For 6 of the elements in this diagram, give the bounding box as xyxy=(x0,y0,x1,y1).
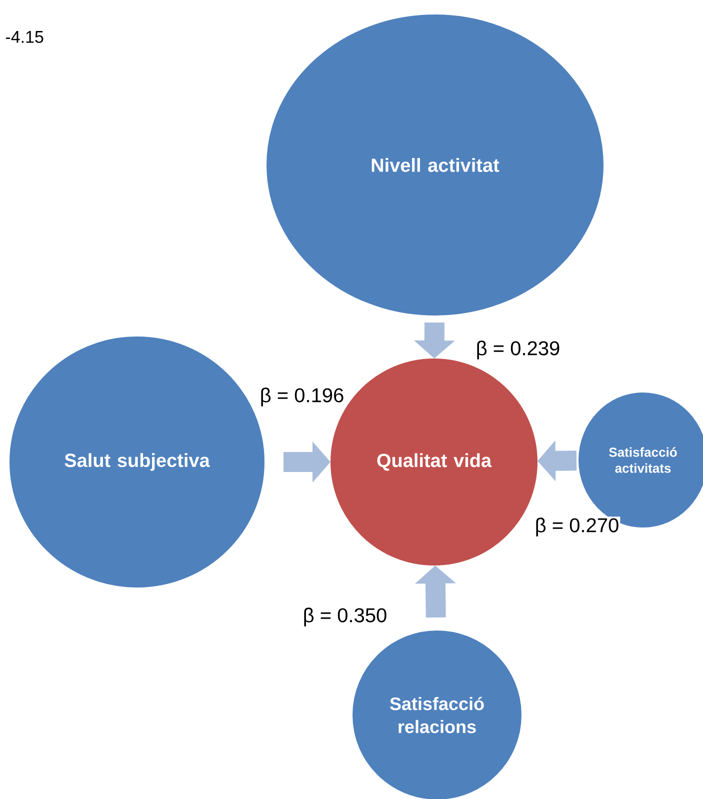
edge-label: β = 0.270 xyxy=(534,516,620,538)
circle-node: Satisfacció relacions xyxy=(352,630,522,799)
note-label: -4.15 xyxy=(6,31,44,43)
edge-label: β = 0.350 xyxy=(302,606,388,628)
edge-label: β = 0.239 xyxy=(474,340,562,360)
ellipse-node: Nivell activitat xyxy=(266,14,604,316)
